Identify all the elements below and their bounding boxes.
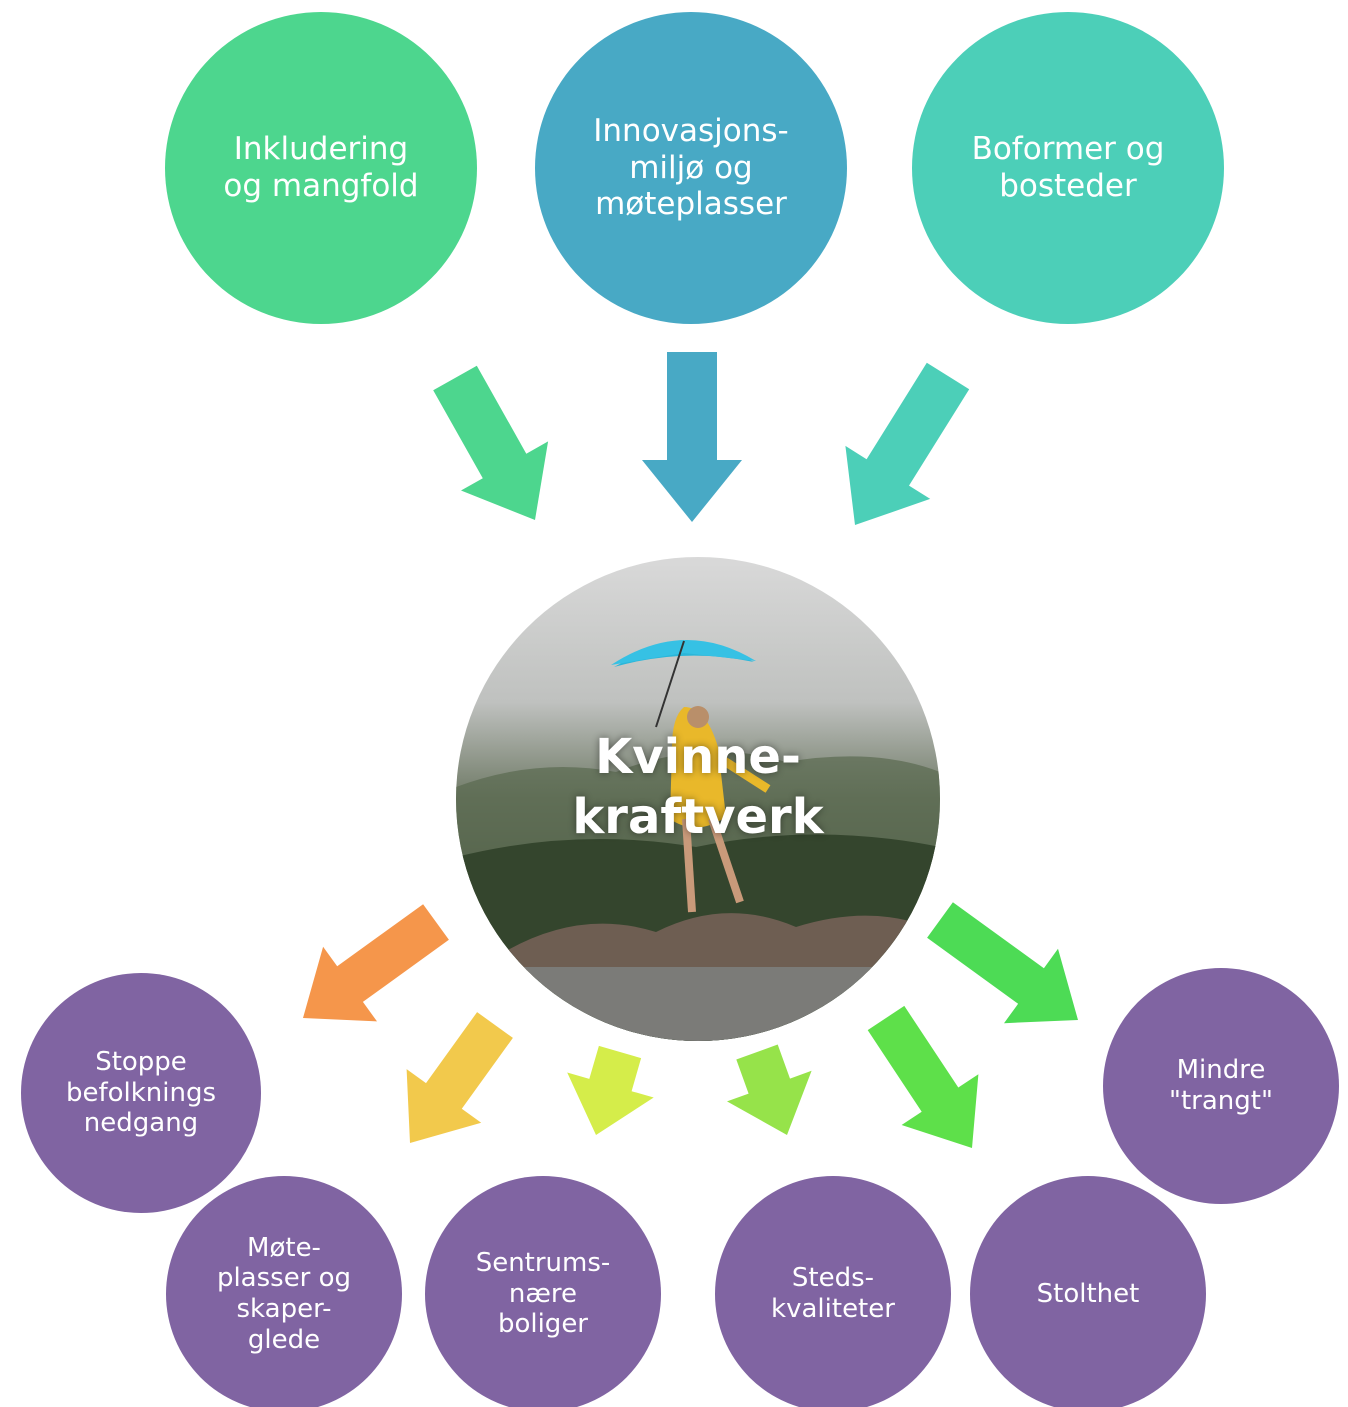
node-stolthet: Stolthet xyxy=(970,1176,1206,1407)
node-boformer: Boformer og bosteder xyxy=(912,12,1224,324)
arrow-out-stedskvaliteter xyxy=(727,1044,812,1135)
node-inkludering-label: Inkludering og mangfold xyxy=(223,131,419,204)
node-stoppe-label: Stoppe befolknings nedgang xyxy=(65,1046,217,1139)
node-stedskvaliteter: Steds- kvaliteter xyxy=(715,1176,951,1407)
node-boformer-label: Boformer og bosteder xyxy=(971,131,1165,204)
node-mindre-trangt-label: Mindre "trangt" xyxy=(1169,1055,1273,1116)
node-inkludering: Inkludering og mangfold xyxy=(165,12,477,324)
arrow-out-sentrumsnaere xyxy=(567,1045,654,1135)
node-moteplasser: Møte- plasser og skaper- glede xyxy=(166,1176,402,1407)
node-innovasjon-label: Innovasjons- miljø og møteplasser xyxy=(593,113,789,223)
node-sentrumsnaere-label: Sentrums- nære boliger xyxy=(475,1247,611,1340)
node-moteplasser-label: Møte- plasser og skaper- glede xyxy=(216,1232,352,1355)
arrow-in-boformer xyxy=(845,362,970,525)
node-innovasjon: Innovasjons- miljø og møteplasser xyxy=(535,12,847,324)
node-stolthet-label: Stolthet xyxy=(1036,1278,1140,1309)
center-node: Kvinne- kraftverk xyxy=(456,557,940,1041)
arrow-out-stolthet xyxy=(867,1005,979,1148)
center-photo xyxy=(456,557,940,1041)
arrow-in-innovasjon xyxy=(642,352,742,522)
arrow-in-inkludering xyxy=(433,365,549,520)
arrow-out-mindre-trangt xyxy=(927,902,1078,1024)
node-sentrumsnaere-boliger: Sentrums- nære boliger xyxy=(425,1176,661,1407)
node-stedskvaliteter-label: Steds- kvaliteter xyxy=(771,1263,895,1324)
center-title: Kvinne- kraftverk xyxy=(572,729,824,845)
arrow-out-moteplasser xyxy=(406,1012,513,1143)
node-mindre-trangt: Mindre "trangt" xyxy=(1103,968,1339,1204)
node-stoppe-befolkningsnedgang: Stoppe befolknings nedgang xyxy=(21,973,261,1213)
arrow-out-stoppe xyxy=(303,904,449,1022)
